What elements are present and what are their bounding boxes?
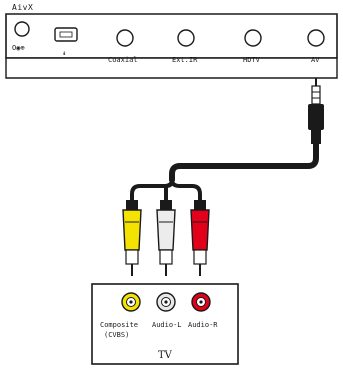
av-plug	[308, 78, 324, 144]
av-label: AV	[311, 56, 320, 64]
tv-label: TV	[158, 350, 173, 361]
coaxial-label: Coaxial	[108, 56, 138, 64]
cable-branch-red	[170, 179, 202, 200]
rca-plug-white	[156, 200, 176, 276]
hdtv-label: HDTV	[243, 56, 261, 64]
rca-plug-red	[190, 200, 210, 276]
device-base	[5, 57, 338, 79]
usb-port-inner	[59, 31, 73, 38]
tv-panel: Composite (CVBS) Audio-L Audio-R TV	[91, 283, 239, 365]
power-symbol-label: O◉⊕	[12, 44, 25, 52]
device-brand: AivX	[12, 3, 33, 12]
av-cable	[130, 141, 319, 200]
composite-label: Composite	[100, 321, 138, 329]
av-jack	[307, 29, 325, 47]
av-plug-body	[308, 104, 324, 130]
tv-jack-audio-r	[191, 292, 211, 312]
power-jack	[14, 21, 30, 37]
audio-l-label: Audio-L	[152, 321, 182, 329]
rca-plugs	[122, 200, 210, 276]
composite-sublabel: (CVBS)	[104, 331, 129, 339]
ext-ir-jack	[177, 29, 195, 47]
device-panel: AivX O◉⊕ ↡ Coaxial Ext.IR HDTV AV	[5, 3, 338, 79]
coaxial-jack	[116, 29, 134, 47]
rca-plug-yellow	[122, 200, 142, 276]
cable-main	[169, 141, 319, 183]
ext-ir-label: Ext.IR	[172, 56, 198, 64]
hdtv-jack	[244, 29, 262, 47]
av-plug-shaft	[311, 85, 321, 105]
tv-jack-audio-l	[156, 292, 176, 312]
audio-r-label: Audio-R	[188, 321, 218, 329]
usb-icon: ↡	[62, 49, 66, 57]
tv-jack-composite	[121, 292, 141, 312]
av-plug-strain-relief	[311, 130, 321, 144]
